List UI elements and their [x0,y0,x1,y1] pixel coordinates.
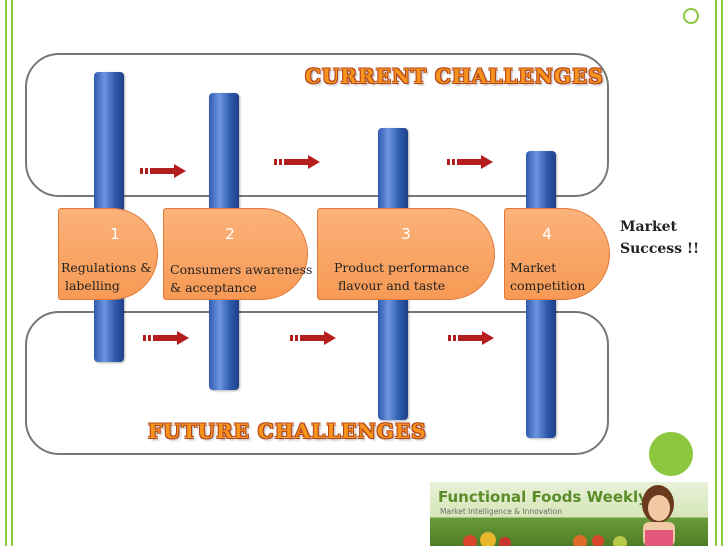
stage-label: Regulations & labelling [61,260,152,293]
stage-label: Consumers awareness & acceptance [170,262,313,295]
logo-title: Functional Foods Weekly [438,488,648,506]
left-border-line [5,0,7,546]
left-border-line-inner [11,0,13,546]
logo-subtitle: Market Intelligence & Innovation [440,507,563,516]
stage-number: 2 [225,225,235,243]
stage-2-box: 2 Consumers awareness & acceptance [163,208,312,300]
future-challenges-panel [25,311,609,455]
arrow-right-icon [274,155,320,169]
stage-1-box: 1 Regulations & labelling [58,208,158,300]
current-challenges-banner: CURRENT CHALLENGES [305,64,604,88]
stage-number: 4 [542,225,552,243]
functional-foods-weekly-logo: Functional Foods Weekly Market Intellige… [430,482,708,546]
arrow-right-icon [447,155,493,169]
decor-circle-icon [649,432,693,476]
arrow-right-icon [290,331,336,345]
current-challenges-panel [25,53,609,197]
right-border-line [715,0,717,546]
stage-number: 3 [401,225,411,243]
stage-3-box: 3 Product performance flavour and taste [317,208,495,300]
logo-photo-icon [463,485,675,546]
arrow-right-icon [140,164,186,178]
future-challenges-banner: FUTURE CHALLENGES [148,419,427,443]
stage-label: Product performance flavour and taste [334,260,470,293]
market-success-text: Market Success !! [620,219,700,257]
arrow-right-icon [448,331,494,345]
decor-ring-icon [683,8,699,24]
stage-number: 1 [110,225,120,243]
stage-label: Market competition [510,260,586,293]
right-border-line-outer [721,0,723,546]
arrow-right-icon [143,331,189,345]
stage-4-box: 4 Market competition [504,208,610,300]
